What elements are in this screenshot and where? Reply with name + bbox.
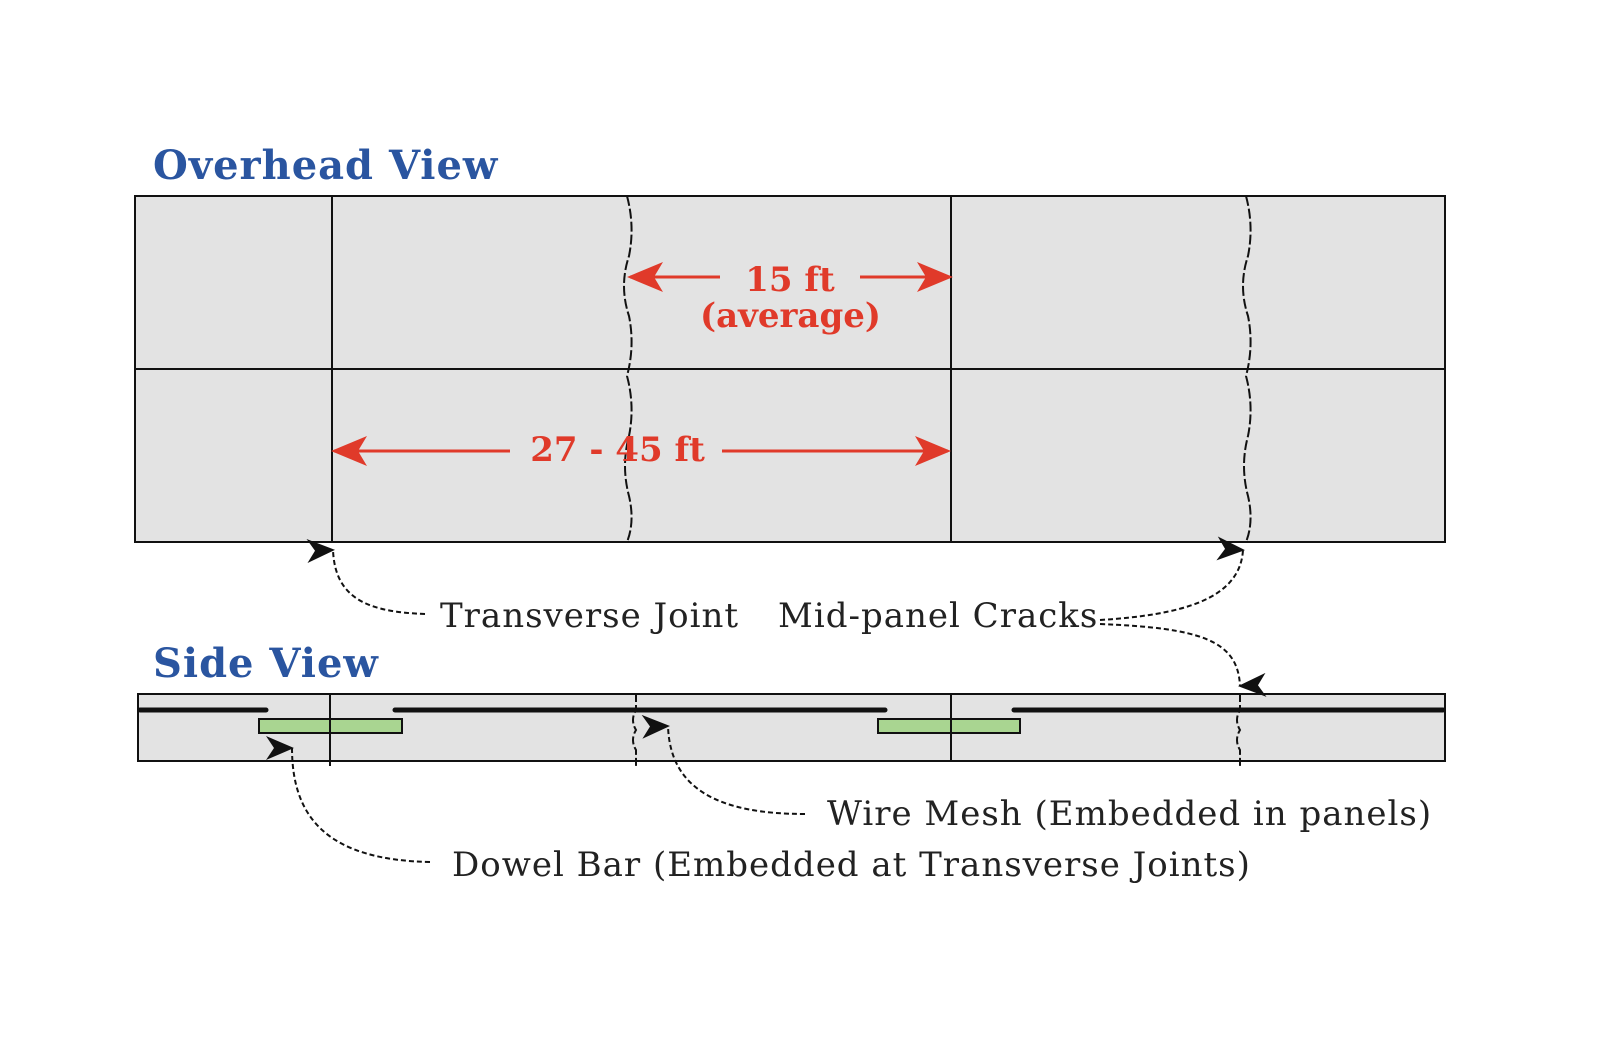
dimension-27-45ft: 27 - 45 ft — [530, 430, 705, 470]
side-slab — [137, 693, 1446, 766]
mid-panel-crack-1 — [623, 195, 633, 543]
overhead-view-title: Overhead View — [153, 142, 499, 189]
dimension-15ft-note: (average) — [700, 296, 881, 336]
dowel-bar-2 — [877, 718, 1021, 734]
dimension-15ft: 15 ft (average) — [700, 260, 881, 336]
label-wire-mesh: Wire Mesh (Embedded in panels) — [827, 794, 1433, 834]
label-mid-panel-cracks: Mid-panel Cracks — [778, 596, 1099, 636]
dimension-arrows — [331, 262, 953, 466]
overhead-slab — [134, 195, 1446, 543]
side-view-title: Side View — [153, 640, 379, 687]
mid-panel-crack-2 — [1242, 195, 1252, 543]
leader-lines — [265, 536, 1267, 863]
label-dowel-bar: Dowel Bar (Embedded at Transverse Joints… — [452, 845, 1251, 885]
label-transverse-joint: Transverse Joint — [440, 596, 740, 636]
dimension-15ft-value: 15 ft — [745, 260, 835, 300]
